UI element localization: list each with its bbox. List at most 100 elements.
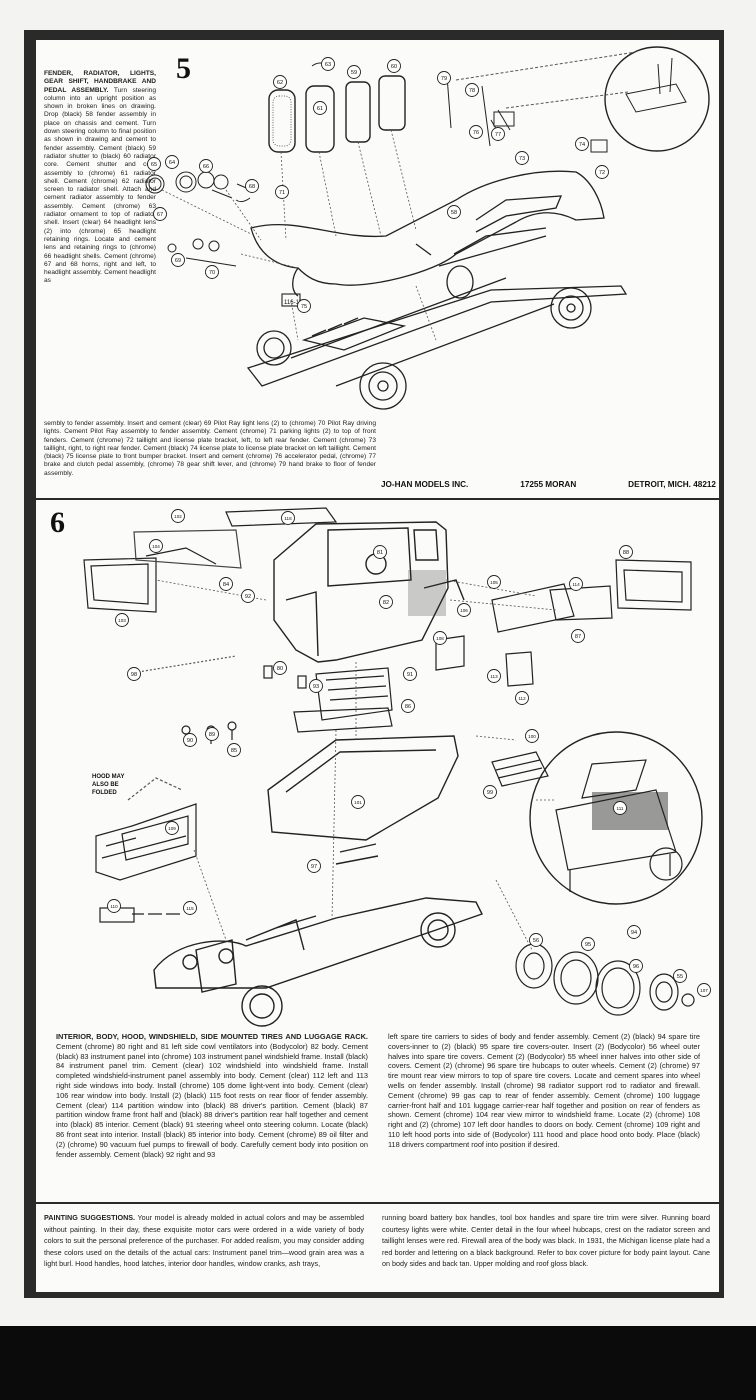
- painting-suggestions-right: running board battery box handles, tool …: [382, 1213, 710, 1268]
- callout-number: 82: [383, 600, 389, 606]
- callout-number: 66: [203, 164, 209, 170]
- callout-circle: [401, 699, 415, 713]
- company-address-line: JO-HAN MODELS INC. 17255 MORAN DETROIT, …: [381, 480, 716, 489]
- callout-number: 61: [317, 106, 323, 112]
- callout-circle: [275, 185, 289, 199]
- callout-number: 108: [436, 636, 444, 641]
- callout-circle: [697, 983, 711, 997]
- callout-number: 60: [391, 64, 397, 70]
- callout-number: 115: [186, 906, 194, 911]
- callout-number: 103: [118, 618, 126, 623]
- callout-circle: [575, 137, 589, 151]
- bottom-black-band: [0, 1326, 756, 1400]
- callout-circle: [219, 577, 233, 591]
- callout-number: 95: [585, 942, 591, 948]
- callout-circle: [171, 253, 185, 267]
- callout-circle: [241, 589, 255, 603]
- callout-number: 85: [231, 748, 237, 754]
- callout-number: 75: [301, 304, 307, 310]
- callout-circle: [595, 165, 609, 179]
- callout-circle: [115, 613, 129, 627]
- callout-circle: [165, 155, 179, 169]
- callout-circle: [387, 59, 401, 73]
- callout-number: 87: [575, 634, 581, 640]
- painting-body-left: Your model is already molded in actual c…: [44, 1213, 364, 1268]
- callout-circle: [515, 151, 529, 165]
- step-5-heading: FENDER, RADIATOR, LIGHTS, GEAR SHIFT, HA…: [44, 70, 156, 94]
- hood-illustration: [95, 777, 197, 923]
- callout-circle: [673, 969, 687, 983]
- callout-number: 109: [168, 826, 176, 831]
- callout-number: 98: [131, 672, 137, 678]
- callout-number: 68: [249, 184, 255, 190]
- windshield-frame-illustration: [83, 529, 242, 613]
- callout-number: 97: [311, 864, 317, 870]
- painting-heading: PAINTING SUGGESTIONS.: [44, 1213, 136, 1222]
- callout-circle: [619, 545, 633, 559]
- callout-circle: [613, 801, 627, 815]
- callout-circle: [581, 937, 595, 951]
- callout-circle: [273, 661, 287, 675]
- step-5-body: Turn steering column into an upright pos…: [44, 86, 157, 285]
- callout-number: 63: [325, 62, 331, 68]
- callout-circle: [447, 205, 461, 219]
- step-6-body-left: Cement (chrome) 80 right and 81 left sid…: [56, 1041, 368, 1159]
- callout-number: 55: [677, 974, 683, 980]
- spare-tires-illustration: [515, 943, 695, 1016]
- callout-circle: [469, 125, 483, 139]
- callout-circle: [149, 539, 163, 553]
- callout-number: 112: [518, 696, 526, 701]
- company-name: JO-HAN MODELS INC.: [381, 480, 469, 489]
- step-6-instructions-left: INTERIOR, BODY, HOOD, WINDSHIELD, SIDE M…: [56, 1032, 368, 1159]
- body-illustration: [273, 521, 465, 663]
- callout-circle: [529, 933, 543, 947]
- callout-circle: [457, 603, 471, 617]
- callout-circle: [487, 669, 501, 683]
- headlight-parts-illustration: [145, 171, 252, 267]
- callout-circle: [171, 509, 185, 523]
- interior-tub-illustration: [267, 735, 459, 841]
- callout-number: 101: [354, 800, 362, 805]
- step-5-instructions: FENDER, RADIATOR, LIGHTS, GEAR SHIFT, HA…: [44, 70, 156, 286]
- step-6-heading: INTERIOR, BODY, HOOD, WINDSHIELD, SIDE M…: [56, 1032, 368, 1041]
- callout-circle: [351, 795, 365, 809]
- front-license-plate-label: 116-186: [284, 300, 306, 306]
- callout-circle: [165, 821, 179, 835]
- callout-number: 92: [245, 594, 251, 600]
- callout-circle: [307, 859, 321, 873]
- callout-circle: [627, 925, 641, 939]
- callout-circle: [629, 959, 643, 973]
- callout-circle: [379, 595, 393, 609]
- callout-number: 64: [169, 160, 175, 166]
- callout-circle: [127, 667, 141, 681]
- fender-assembly-illustration: [250, 170, 605, 297]
- callout-number: 110: [110, 904, 118, 909]
- callout-circle: [571, 629, 585, 643]
- callout-circle: [107, 899, 121, 913]
- callout-number: 104: [152, 544, 160, 549]
- callout-circle: [183, 733, 197, 747]
- callout-circle: [309, 679, 323, 693]
- callout-number: 74: [579, 142, 585, 148]
- callout-number: 81: [377, 550, 383, 556]
- callout-circle: [281, 511, 295, 525]
- callout-circle: [313, 101, 327, 115]
- callout-number: 67: [157, 212, 163, 218]
- callout-circle: [205, 727, 219, 741]
- callout-circle: [321, 57, 335, 71]
- callout-number: 105: [490, 580, 498, 585]
- pedal-detail-inset-illustration: [446, 46, 710, 153]
- callout-number: 70: [209, 270, 215, 276]
- callout-circle: [227, 743, 241, 757]
- callout-circle: [487, 575, 501, 589]
- callout-circle: [373, 545, 387, 559]
- callout-circle: [147, 157, 161, 171]
- callout-circle: [153, 207, 167, 221]
- step-6-instructions-right: left spare tire carriers to sides of bod…: [388, 1032, 700, 1149]
- callout-number: 77: [495, 132, 501, 138]
- callout-circle: [433, 631, 447, 645]
- callout-number: 65: [151, 162, 157, 168]
- luggage-rack-inset-illustration: [491, 731, 703, 905]
